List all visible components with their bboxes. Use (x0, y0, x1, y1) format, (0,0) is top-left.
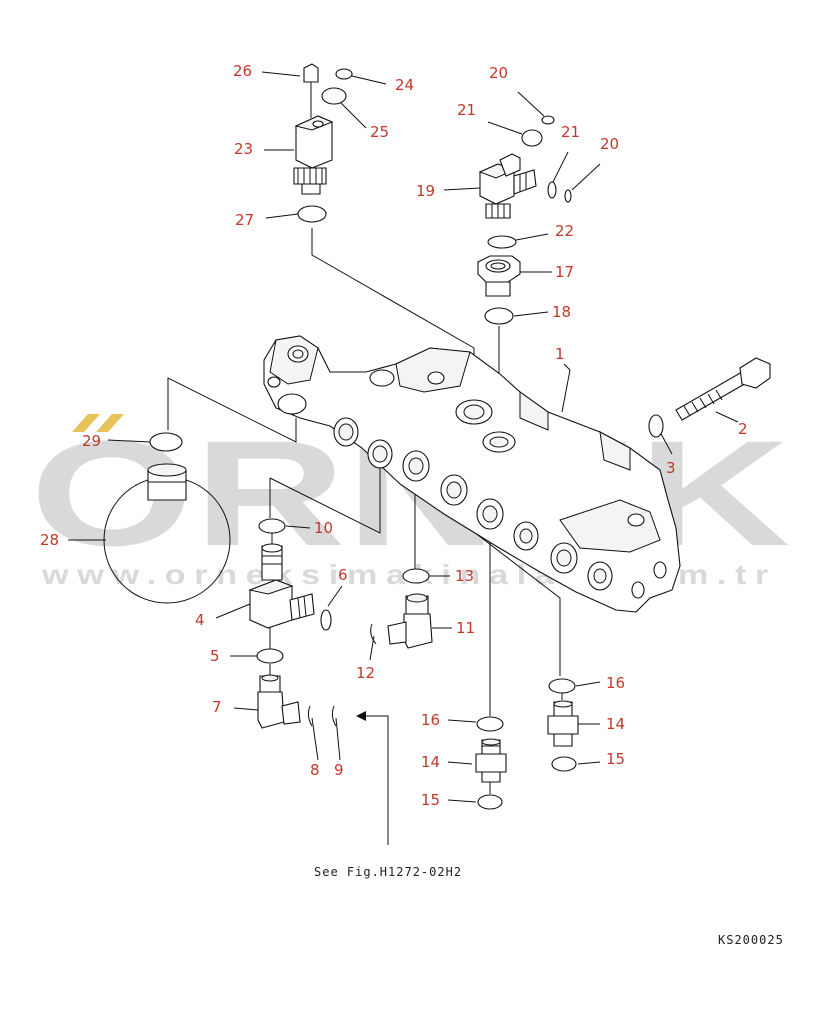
part-7-elbow-fitting (257, 674, 301, 729)
callout-28: 28 (40, 531, 59, 549)
callout-6: 6 (338, 566, 348, 584)
part-18-o-ring (484, 307, 514, 325)
watermark-accent-mark (96, 414, 124, 432)
callout-2: 2 (738, 420, 748, 438)
callout-20: 20 (600, 135, 619, 153)
callout-21: 21 (457, 101, 476, 119)
part-20-ring-side (564, 189, 572, 203)
callout-23: 23 (234, 140, 253, 158)
callout-25: 25 (370, 123, 389, 141)
callout-17: 17 (555, 263, 574, 281)
callout-16: 16 (606, 674, 625, 692)
watermark-accent-mark (72, 414, 100, 432)
part-14-adapter (475, 738, 507, 783)
callout-5: 5 (210, 647, 220, 665)
part-16-o-ring (548, 678, 576, 694)
reference-note: See Fig.H1272-02H2 (314, 865, 462, 879)
part-15-o-ring (551, 756, 577, 772)
callout-labels: 1 2 3 4 5 6 7 8 9 10 11 12 13 14 14 15 1… (40, 62, 748, 809)
callout-3: 3 (666, 459, 676, 477)
part-4-tee-fitting (248, 543, 315, 629)
part-12-ring (370, 623, 377, 645)
part-22-o-ring (487, 235, 517, 249)
callout-9: 9 (334, 761, 344, 779)
part-3-washer (648, 414, 664, 438)
callout-15: 15 (606, 750, 625, 768)
callout-29: 29 (82, 432, 101, 450)
part-23-pressure-switch (293, 115, 334, 195)
callout-7: 7 (212, 698, 222, 716)
part-19-elbow-fitting (478, 153, 537, 219)
part-14-adapter (547, 700, 579, 747)
part-27-o-ring (297, 205, 327, 223)
callout-4: 4 (195, 611, 205, 629)
arrow-head (356, 711, 366, 721)
callout-20: 20 (489, 64, 508, 82)
part-2-bolt (675, 357, 771, 421)
part-25-o-ring (321, 87, 347, 105)
callout-16: 16 (421, 711, 440, 729)
callout-26: 26 (233, 62, 252, 80)
callout-1: 1 (555, 345, 565, 363)
callout-8: 8 (310, 761, 320, 779)
part-8-snap-ring (307, 705, 313, 727)
callout-12: 12 (356, 664, 375, 682)
callout-14: 14 (606, 715, 625, 733)
part-20-ring (541, 115, 555, 125)
part-17-plug (477, 255, 521, 297)
part-10-o-ring (258, 518, 286, 534)
part-28-plug-detail (103, 463, 231, 604)
part-13-o-ring (402, 568, 430, 584)
callout-13: 13 (455, 567, 474, 585)
part-5-o-ring (256, 648, 284, 664)
callout-21: 21 (561, 123, 580, 141)
callout-11: 11 (456, 619, 475, 637)
callout-22: 22 (555, 222, 574, 240)
part-11-elbow-fitting (387, 593, 433, 649)
callout-19: 19 (416, 182, 435, 200)
part-29-o-ring (149, 432, 183, 452)
part-1-valve-body (263, 335, 681, 613)
callout-27: 27 (235, 211, 254, 229)
part-24-seal (335, 68, 353, 80)
callout-24: 24 (395, 76, 414, 94)
drawing-code: KS200025 (718, 933, 784, 947)
callout-10: 10 (314, 519, 333, 537)
part-6-o-ring (320, 609, 332, 631)
part-16-o-ring (476, 716, 504, 732)
part-26-breather-cap (303, 63, 319, 118)
callout-14: 14 (421, 753, 440, 771)
part-15-o-ring (477, 794, 503, 810)
callout-18: 18 (552, 303, 571, 321)
part-9-seal (331, 705, 337, 727)
part-21-ring (521, 129, 543, 147)
callout-15: 15 (421, 791, 440, 809)
part-21-ring-side (547, 181, 557, 199)
